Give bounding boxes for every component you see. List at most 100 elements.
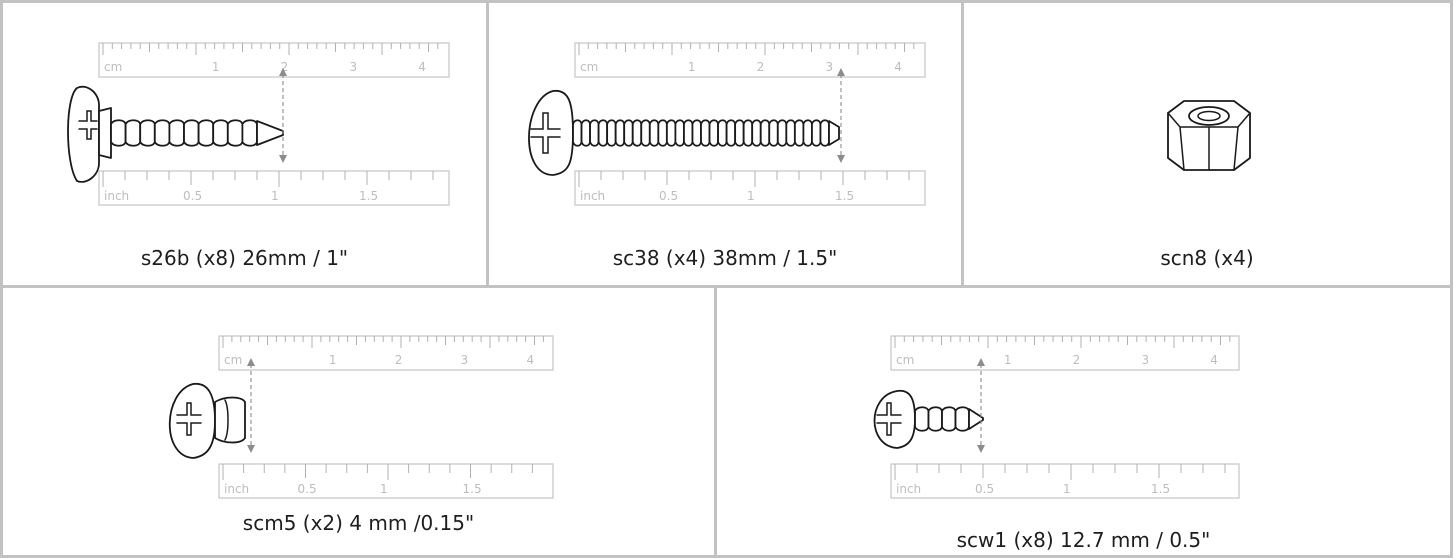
inch-ruler	[890, 463, 1240, 499]
screw-thread	[139, 119, 156, 147]
part-caption: s26b (x8) 26mm / 1"	[140, 246, 349, 270]
screw-thread	[665, 119, 677, 147]
inch-tick-label: 1	[380, 482, 388, 496]
arrow-up-icon	[977, 358, 985, 366]
arrow-down-icon	[247, 445, 255, 453]
cm-tick-label: 1	[329, 353, 337, 367]
screw-thread	[734, 119, 745, 147]
cm-unit-label: cm	[104, 60, 122, 74]
screw-thread	[124, 119, 142, 147]
screw-thread	[212, 119, 229, 147]
cm-tick-label: 4	[894, 60, 902, 74]
inch-tick-label: 0.5	[298, 482, 317, 496]
screw-thread	[168, 119, 185, 147]
part-caption: sc38 (x4) 38mm / 1.5"	[612, 246, 838, 270]
cm-tick-label: 1	[1004, 353, 1012, 367]
inch-unit-label: inch	[580, 189, 605, 203]
screw-thread	[793, 119, 805, 147]
cm-ruler	[574, 42, 926, 78]
arrow-down-icon	[977, 445, 985, 453]
pan-head-machine-screw-icon	[168, 358, 255, 459]
inch-ruler	[98, 170, 450, 206]
screw-thread	[197, 119, 215, 147]
cm-tick-label: 4	[1210, 353, 1218, 367]
cm-tick-label: 4	[526, 353, 534, 367]
screw-thread	[708, 119, 719, 147]
inch-tick-label: 1	[747, 189, 755, 203]
inch-unit-label: inch	[224, 482, 249, 496]
inch-ruler	[574, 170, 926, 206]
screw-thread	[819, 119, 830, 147]
screw-thread	[640, 119, 651, 147]
screw-thread	[241, 119, 258, 147]
arrow-down-icon	[279, 155, 287, 163]
screw-thread	[700, 119, 711, 147]
screw-thread	[657, 119, 668, 147]
part-cell-scn8: scn8 (x4)	[964, 3, 1450, 285]
arrow-down-icon	[837, 155, 845, 163]
screw-thread	[768, 119, 779, 147]
inch-tick-label: 1.5	[1151, 482, 1170, 496]
inch-tick-label: 1.5	[359, 189, 378, 203]
pan-head-tapping-screw-icon	[528, 68, 845, 176]
cm-tick-label: 1	[688, 60, 696, 74]
screw-thread	[785, 119, 796, 147]
screw-thread	[597, 119, 609, 147]
inch-tick-label: 1.5	[835, 189, 854, 203]
screw-thread	[623, 119, 634, 147]
screw-thread	[941, 406, 957, 432]
arrow-up-icon	[279, 68, 287, 76]
divider	[714, 287, 717, 555]
inch-unit-label: inch	[896, 482, 921, 496]
cm-unit-label: cm	[224, 353, 242, 367]
hex-nut-icon	[1167, 100, 1251, 171]
divider	[486, 3, 489, 285]
inch-tick-label: 1	[271, 189, 279, 203]
screw-thread	[614, 119, 626, 147]
inch-tick-label: 1.5	[463, 482, 482, 496]
screw-thread	[717, 119, 728, 147]
screw-thread	[927, 406, 943, 432]
screw-thread	[742, 119, 754, 147]
cm-tick-label: 4	[418, 60, 426, 74]
cm-tick-label: 2	[281, 60, 289, 74]
cm-unit-label: cm	[580, 60, 598, 74]
screw-thread	[648, 119, 660, 147]
cm-unit-label: cm	[896, 353, 914, 367]
screw-thread	[226, 119, 244, 147]
cm-tick-label: 1	[212, 60, 220, 74]
inch-tick-label: 0.5	[975, 482, 994, 496]
part-caption: scm5 (x2) 4 mm /0.15"	[242, 511, 475, 535]
cm-tick-label: 2	[395, 353, 403, 367]
screw-thread	[674, 119, 685, 147]
screw-thread	[751, 119, 762, 147]
inch-ruler	[218, 463, 554, 499]
divider	[961, 3, 964, 285]
cm-tick-label: 3	[1141, 353, 1149, 367]
screw-thread	[776, 119, 788, 147]
divider	[3, 285, 1450, 288]
part-caption: scn8 (x4)	[1160, 246, 1254, 270]
screw-thread	[110, 119, 127, 147]
inch-tick-label: 0.5	[659, 189, 678, 203]
screw-thread	[572, 119, 583, 147]
screw-thread	[914, 406, 930, 432]
part-caption: scw1 (x8) 12.7 mm / 0.5"	[956, 528, 1211, 552]
screw-thread	[580, 119, 591, 147]
screw-thread	[683, 119, 694, 147]
cm-tick-label: 2	[1073, 353, 1081, 367]
screw-thread	[606, 119, 617, 147]
pan-washer-head-tapping-screw-icon	[67, 68, 287, 183]
screw-thread	[691, 119, 702, 147]
screw-thread	[631, 119, 643, 147]
cm-tick-label: 3	[825, 60, 833, 74]
screw-thread	[183, 119, 200, 147]
